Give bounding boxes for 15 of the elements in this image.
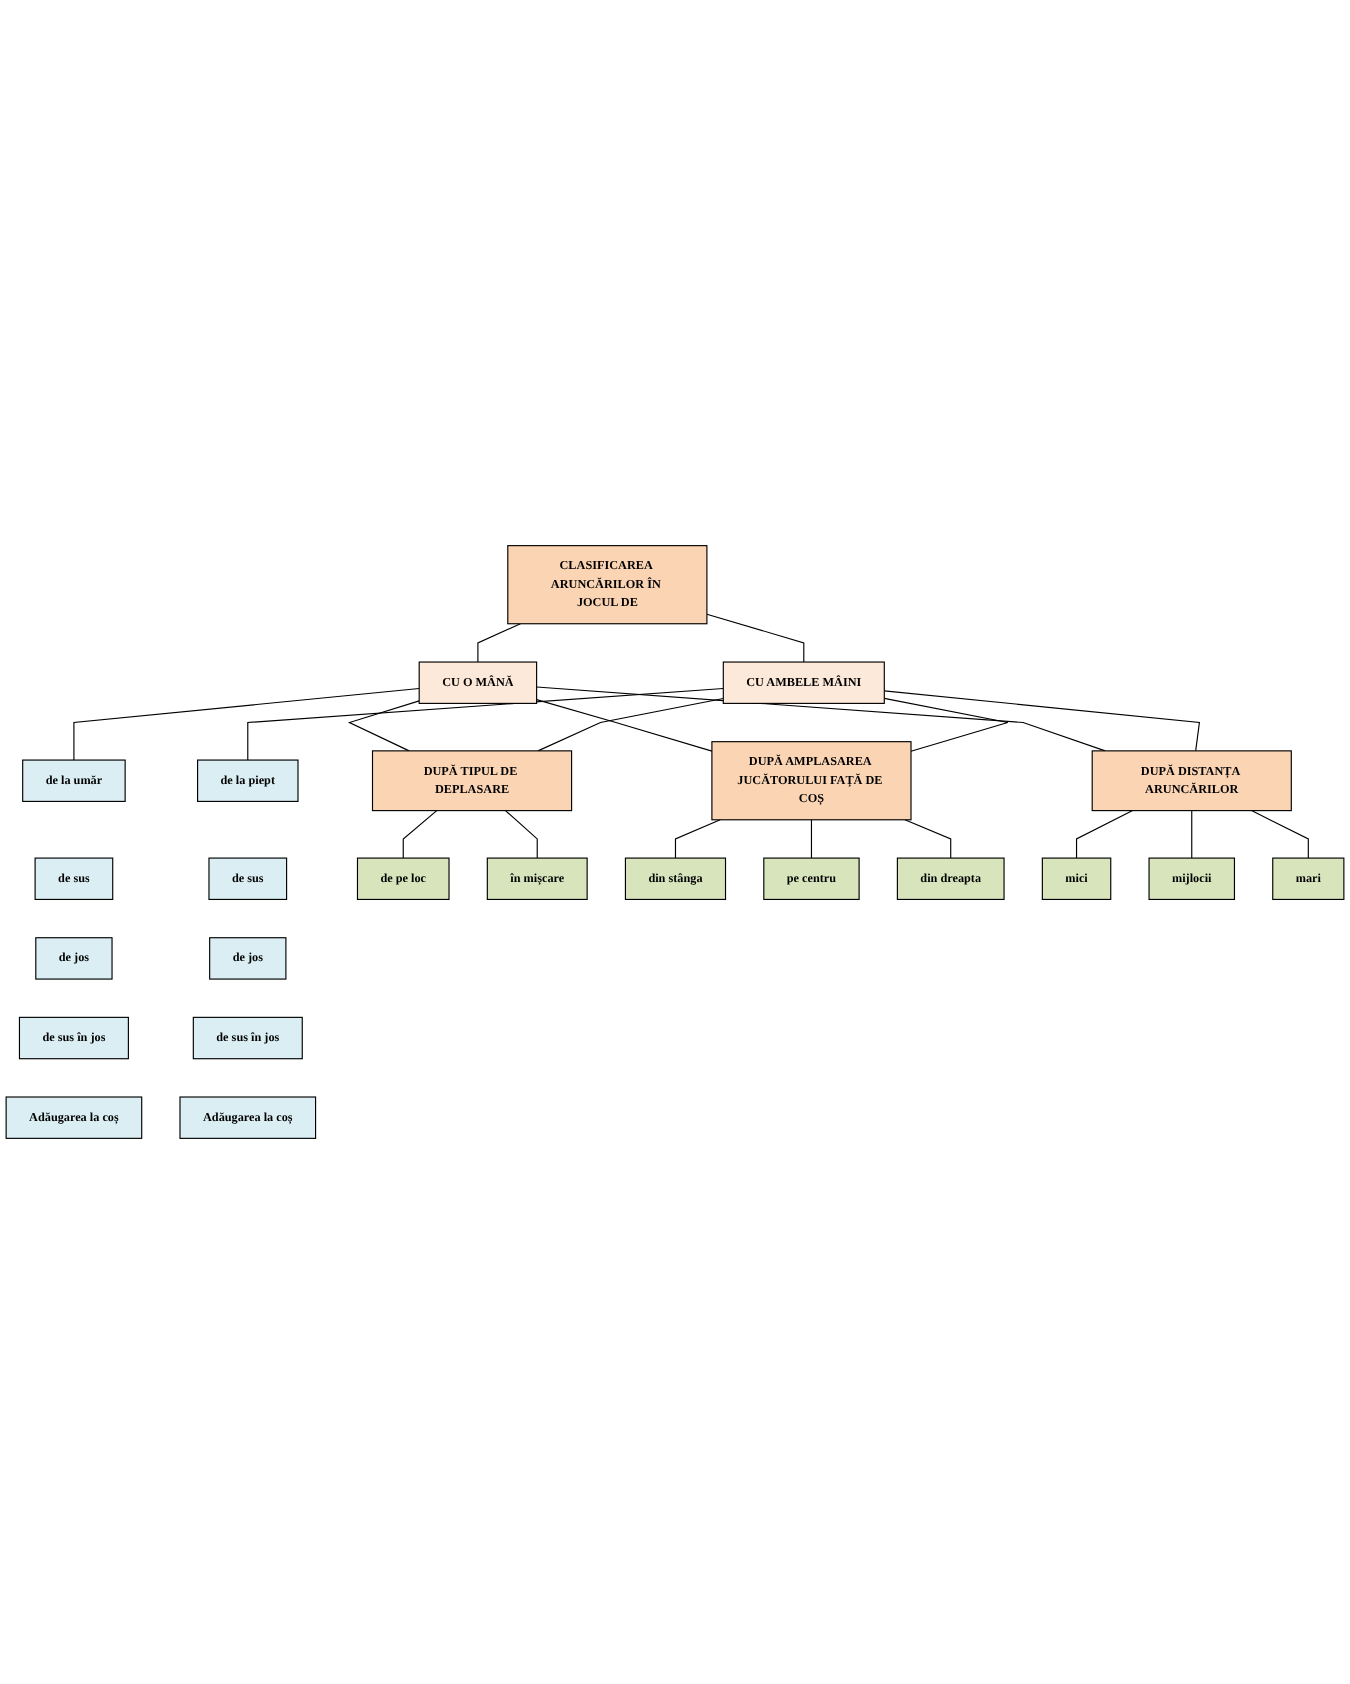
connector <box>504 810 538 859</box>
connector <box>883 690 1201 752</box>
connector <box>247 687 724 761</box>
connector <box>810 819 813 859</box>
connector <box>477 623 522 663</box>
connector <box>73 687 420 761</box>
connector <box>402 810 438 859</box>
connector <box>1251 810 1309 859</box>
connector <box>1075 810 1134 859</box>
connector <box>674 819 721 859</box>
connector <box>883 697 1009 752</box>
connector <box>904 819 952 859</box>
connector <box>706 613 805 663</box>
connector <box>536 686 1106 752</box>
connector <box>1191 810 1193 859</box>
